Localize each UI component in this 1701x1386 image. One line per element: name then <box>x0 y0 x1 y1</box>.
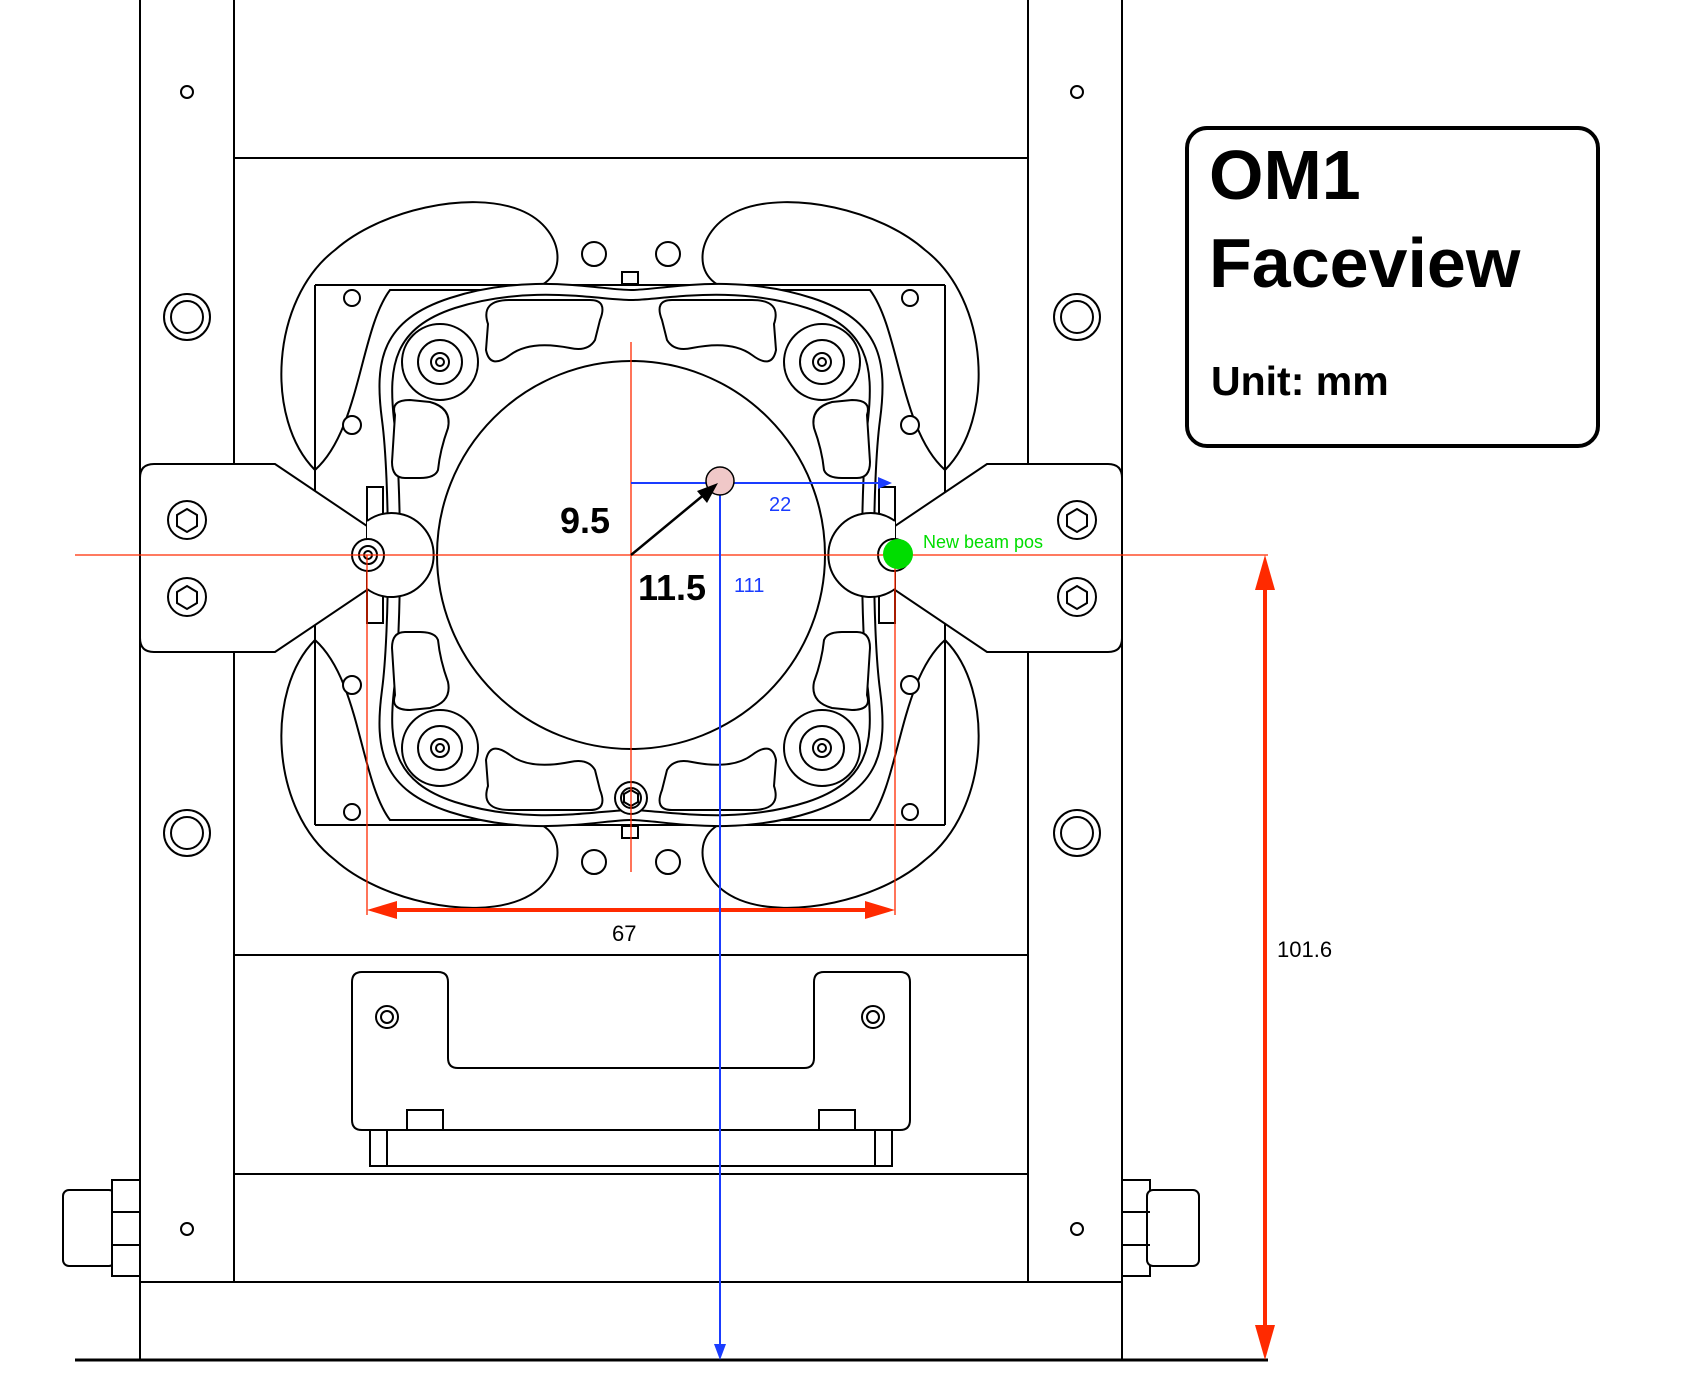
new-beam-label: New beam pos <box>923 532 1043 552</box>
beam-height-label: 101.6 <box>1277 937 1332 962</box>
side-knobs <box>62 1179 1200 1277</box>
blue-dimension-lines <box>631 477 892 1360</box>
side-clamps <box>139 463 1123 653</box>
title-line-2: Faceview <box>1209 224 1521 302</box>
unit-label: Unit: mm <box>1211 358 1389 404</box>
rail-hole <box>180 85 194 99</box>
title-box: OM1 Faceview Unit: mm <box>1185 126 1600 448</box>
hex-screw <box>167 500 207 540</box>
hex-screw <box>1057 500 1097 540</box>
rail-hole <box>1070 85 1084 99</box>
radius-a-label: 9.5 <box>560 500 610 541</box>
width-dimension-label: 67 <box>612 921 636 946</box>
hex-screw <box>167 577 207 617</box>
hex-screw <box>1057 577 1097 617</box>
frame <box>75 0 1268 1362</box>
lower-bracket <box>351 971 911 1167</box>
back-lobes <box>280 201 980 909</box>
rail-hole <box>1070 1222 1084 1236</box>
rail-hole <box>180 1222 194 1236</box>
right-clamp <box>891 463 1123 653</box>
radius-leader <box>630 483 718 556</box>
horizontal-offset-label: 22 <box>769 494 791 516</box>
vertical-height-label: 111 <box>734 575 764 597</box>
new-beam-position <box>883 539 913 569</box>
title-line-1: OM1 <box>1209 136 1361 214</box>
radius-b-label: 11.5 <box>638 567 706 608</box>
left-clamp <box>139 463 371 653</box>
red-dimension-lines <box>75 342 1275 1360</box>
